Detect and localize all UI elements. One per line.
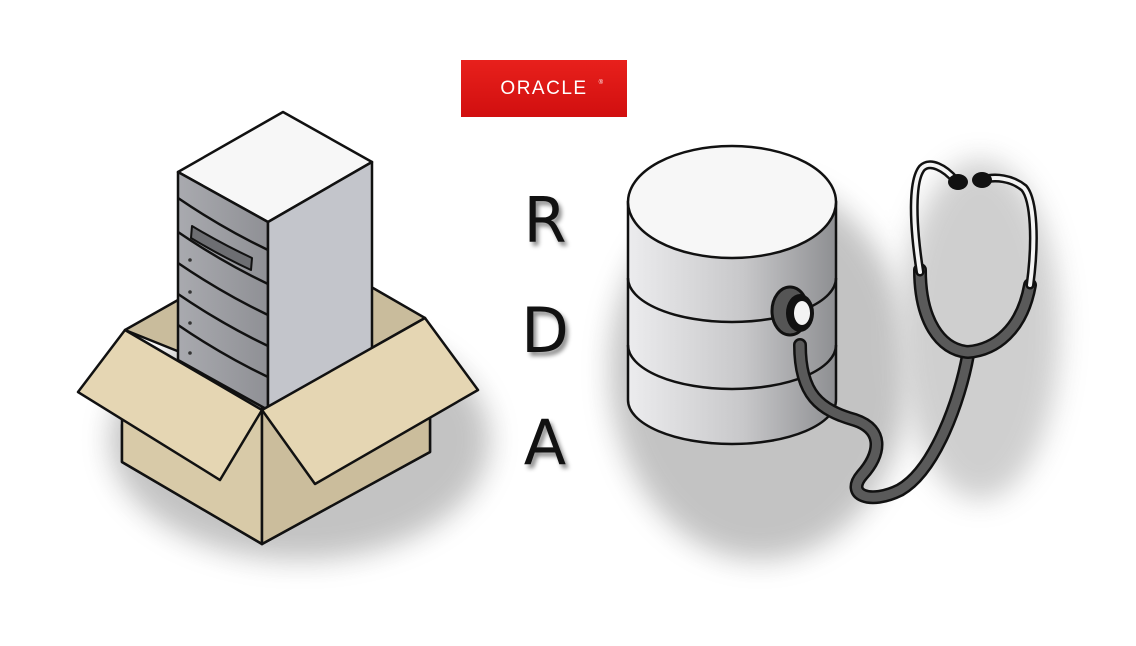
letter-a: A: [523, 406, 567, 479]
server-in-box-icon: [76, 110, 480, 546]
oracle-logo: ORACLE ®: [461, 60, 627, 117]
oracle-logo-text: ORACLE: [500, 77, 588, 99]
registered-mark: ®: [598, 80, 603, 86]
stethoscope-icon: [770, 160, 1038, 505]
letter-d: D: [521, 294, 569, 367]
letter-r: R: [523, 184, 567, 257]
